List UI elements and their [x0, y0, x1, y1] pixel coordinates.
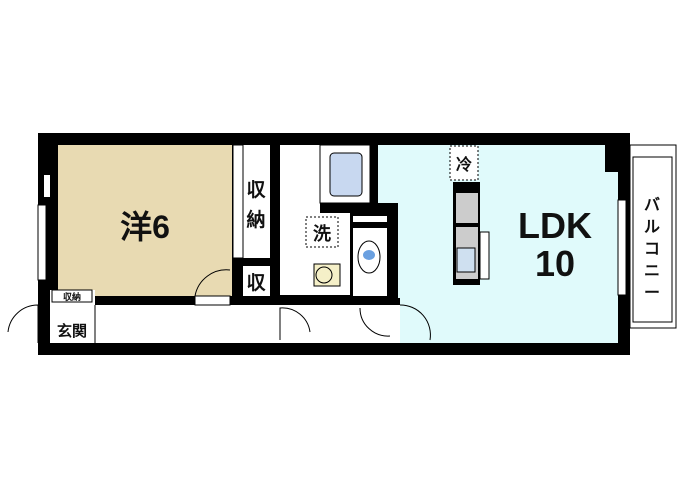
balcony-char: ー [644, 285, 660, 302]
hallway [50, 305, 400, 343]
balcony-char: コ [644, 241, 660, 258]
bathtub [329, 152, 363, 197]
fridge-space [449, 145, 479, 181]
balcony-char: バ [644, 196, 660, 214]
balcony-char: ル [644, 219, 660, 236]
closet-small [243, 266, 270, 296]
fridge-label: 冷 [456, 155, 472, 174]
washbasin-icon [313, 263, 341, 287]
ldk-room [378, 145, 618, 343]
entrance-label: 玄関 [57, 322, 87, 340]
closet-label-top: 収 [246, 179, 266, 201]
closet-small-label: 収 [246, 272, 266, 294]
entrance-storage-label: 収納 [63, 291, 81, 302]
closet-label-bottom: 納 [246, 208, 265, 231]
ldk-label: LDK [518, 205, 592, 246]
closet-large [243, 145, 270, 258]
sink-icon [456, 247, 476, 273]
western-room-label: 洋6 [120, 209, 170, 245]
washroom-label: 洗 [313, 223, 331, 244]
ldk-size-label: 10 [535, 243, 575, 284]
balcony-char: ニ [644, 263, 660, 280]
western-room [58, 145, 232, 296]
